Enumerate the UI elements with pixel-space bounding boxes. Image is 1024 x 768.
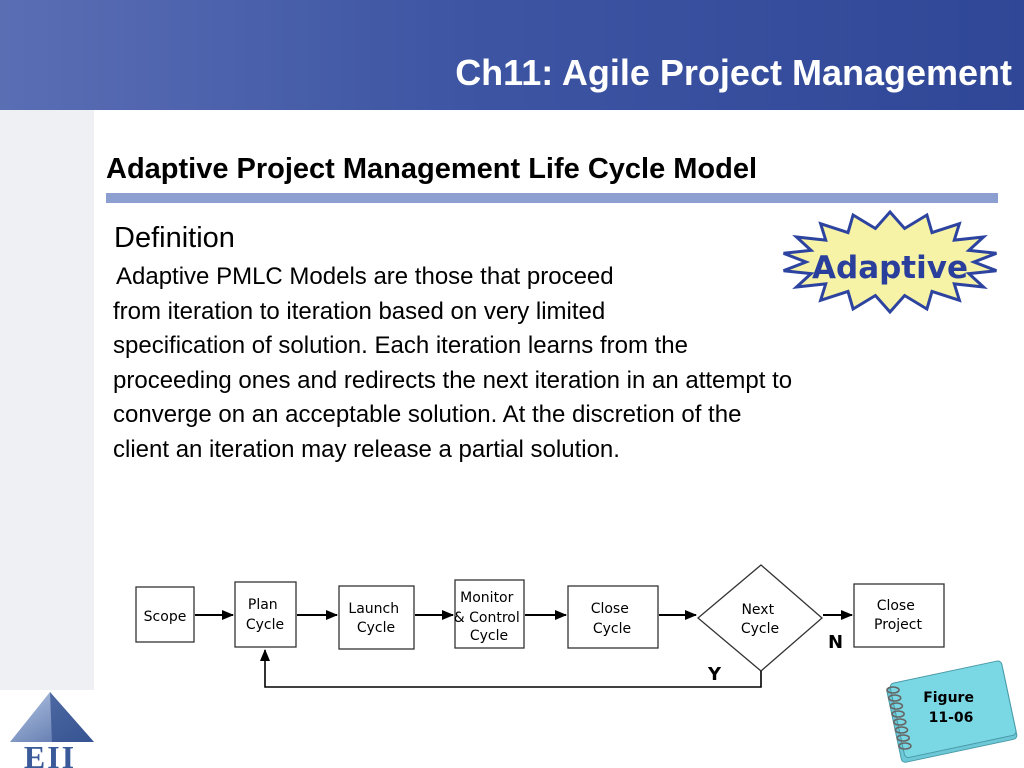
node-label: Cycle (357, 620, 395, 636)
definition-text: Adaptive PMLC Models are those that proc… (113, 260, 792, 467)
node-monitor-control-cycle: Monitor & Control Cycle (454, 579, 525, 649)
label-no: N (828, 632, 843, 653)
slide-title: Ch11: Agile Project Management (455, 52, 1012, 93)
definition-line: specification of solution. Each iteratio… (113, 332, 688, 359)
node-label: Plan (248, 597, 278, 613)
left-sidebar-strip (0, 110, 94, 690)
node-label: Launch (348, 601, 399, 617)
binding-coil (892, 718, 907, 726)
node-label: Cycle (593, 621, 631, 637)
figure-tag-line1: Figure (923, 690, 974, 706)
arrow-loop-back-to-plan (260, 649, 762, 688)
binding-coil (891, 710, 905, 718)
title-bar: Ch11: Agile Project Management (0, 0, 1024, 110)
svg-text:Monitor & Control: Monitor & Control Cycle (454, 590, 524, 644)
svg-text:Close Project: Close Project (874, 598, 922, 633)
svg-text:Launch Cycle: Launch Cycle (348, 601, 403, 636)
node-scope: Scope (135, 586, 195, 643)
definition-heading: Definition (114, 222, 235, 254)
svg-text:Scope: Scope (144, 609, 187, 625)
binding-coil (889, 702, 904, 710)
node-close-cycle: Close Cycle (567, 585, 659, 649)
label-yes: Y (707, 664, 722, 685)
subtitle-rule (106, 193, 998, 203)
binding-coil (886, 686, 900, 694)
definition-line: Adaptive PMLC Models are those that proc… (116, 263, 614, 290)
svg-text:Close Cycle: Close Cycle (591, 601, 634, 637)
node-label: Close (591, 601, 629, 617)
svg-text:Next Cycle: Next Cycle (741, 602, 779, 637)
pyramid-shade (50, 692, 94, 742)
node-next-cycle-decision: Next Cycle (696, 564, 823, 672)
figure-tag-line2: 11-06 (929, 710, 974, 726)
node-label: Project (874, 617, 922, 633)
node-label: Scope (144, 609, 187, 625)
logo-text: EII (24, 739, 76, 768)
node-label: Cycle (470, 628, 508, 644)
slide-subtitle: Adaptive Project Management Life Cycle M… (106, 153, 758, 185)
node-label: Monitor (460, 590, 513, 606)
binding-coil (898, 742, 912, 750)
binding-coil (887, 694, 902, 702)
node-close-project: Close Project (853, 583, 945, 648)
node-label: & Control (454, 610, 520, 626)
definition-line: converge on an acceptable solution. At t… (113, 401, 742, 428)
svg-text:Figure 11-06: Figure 11-06 (923, 690, 979, 726)
node-label: Cycle (741, 621, 779, 637)
svg-text:Plan Cycle: Plan Cycle (246, 597, 284, 633)
node-launch-cycle: Launch Cycle (338, 585, 415, 650)
definition-line: client an iteration may release a partia… (113, 435, 620, 463)
node-label: Cycle (246, 617, 284, 633)
binding-coil (894, 726, 909, 734)
binding-coil (896, 734, 911, 742)
spiral-binding-icon (886, 686, 912, 750)
node-label: Next (741, 602, 774, 618)
definition-line: from iteration to iteration based on ver… (113, 297, 606, 325)
definition-line: proceeding ones and redirects the next i… (113, 366, 793, 394)
node-plan-cycle: Plan Cycle (234, 581, 297, 648)
node-label: Close (877, 598, 915, 614)
